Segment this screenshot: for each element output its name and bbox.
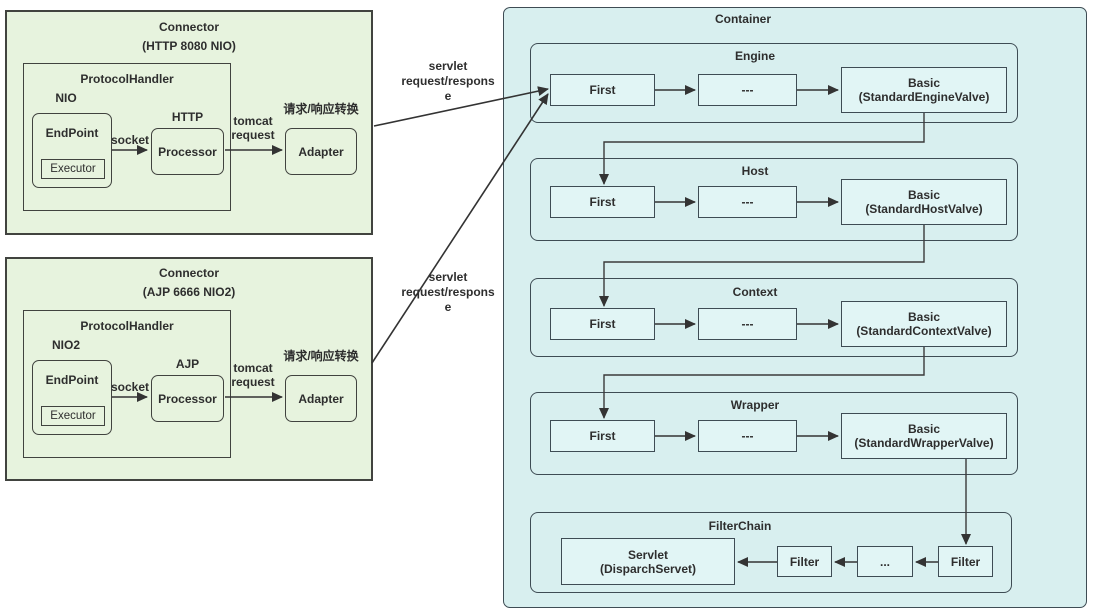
connector-ajp-subtitle: (AJP 6666 NIO2) xyxy=(142,285,236,299)
filterchain-box xyxy=(530,512,1012,593)
wrapper-mid-valves: --- xyxy=(698,420,797,452)
socket-label-ajp: socket xyxy=(110,380,150,394)
servlet-box: Servlet (DisparchServet) xyxy=(561,538,735,585)
adapter-caption-http: 请求/响应转换 xyxy=(283,102,359,116)
engine-mid-valves: --- xyxy=(698,74,797,106)
endpoint-label-ajp: EndPoint xyxy=(45,373,99,387)
filter-mid-ellipsis: ... xyxy=(857,546,913,577)
processor-group-label-http: HTTP xyxy=(171,110,204,124)
adapter-box-http: Adapter xyxy=(285,128,357,175)
tomcat-request-label-ajp: tomcat request xyxy=(231,361,275,389)
context-basic-valve: Basic (StandardContextValve) xyxy=(841,301,1007,347)
pipeline-wrapper-title: Wrapper xyxy=(730,398,780,412)
endpoint-group-label-nio: NIO xyxy=(55,91,77,105)
processor-group-label-ajp: AJP xyxy=(175,357,200,371)
protocol-handler-title-ajp: ProtocolHandler xyxy=(80,319,174,333)
endpoint-box-http: EndPoint Executor xyxy=(32,113,112,188)
pipeline-host-title: Host xyxy=(741,164,769,178)
filter-box-right: Filter xyxy=(938,546,993,577)
socket-label-http: socket xyxy=(110,133,150,147)
endpoint-box-ajp: EndPoint Executor xyxy=(32,360,112,435)
processor-box-ajp: Processor xyxy=(151,375,224,422)
endpoint-group-label-nio2: NIO2 xyxy=(51,338,80,352)
executor-box-http: Executor xyxy=(41,159,105,179)
engine-first-valve: First xyxy=(550,74,655,106)
tomcat-request-label-http: tomcat request xyxy=(231,114,275,142)
flow-label-servlet-request-1: servlet request/respons e xyxy=(401,59,495,103)
connector-ajp-title: Connector xyxy=(159,266,219,280)
endpoint-label-http: EndPoint xyxy=(45,126,99,140)
adapter-caption-ajp: 请求/响应转换 xyxy=(283,349,359,363)
container-title: Container xyxy=(714,12,771,26)
context-first-valve: First xyxy=(550,308,655,340)
connector-http-title: Connector xyxy=(159,20,219,34)
host-mid-valves: --- xyxy=(698,186,797,218)
pipeline-engine-title: Engine xyxy=(734,49,775,63)
adapter-box-ajp: Adapter xyxy=(285,375,357,422)
flow-label-servlet-request-2: servlet request/respons e xyxy=(401,270,495,314)
executor-box-ajp: Executor xyxy=(41,406,105,426)
wrapper-first-valve: First xyxy=(550,420,655,452)
host-basic-valve: Basic (StandardHostValve) xyxy=(841,179,1007,225)
wrapper-basic-valve: Basic (StandardWrapperValve) xyxy=(841,413,1007,459)
context-mid-valves: --- xyxy=(698,308,797,340)
processor-box-http: Processor xyxy=(151,128,224,175)
pipeline-context-title: Context xyxy=(732,285,778,299)
filterchain-title: FilterChain xyxy=(708,519,772,533)
engine-basic-valve: Basic (StandardEngineValve) xyxy=(841,67,1007,113)
protocol-handler-title-http: ProtocolHandler xyxy=(80,72,174,86)
connector-http-subtitle: (HTTP 8080 NIO) xyxy=(142,39,236,53)
host-first-valve: First xyxy=(550,186,655,218)
filter-box-left: Filter xyxy=(777,546,832,577)
